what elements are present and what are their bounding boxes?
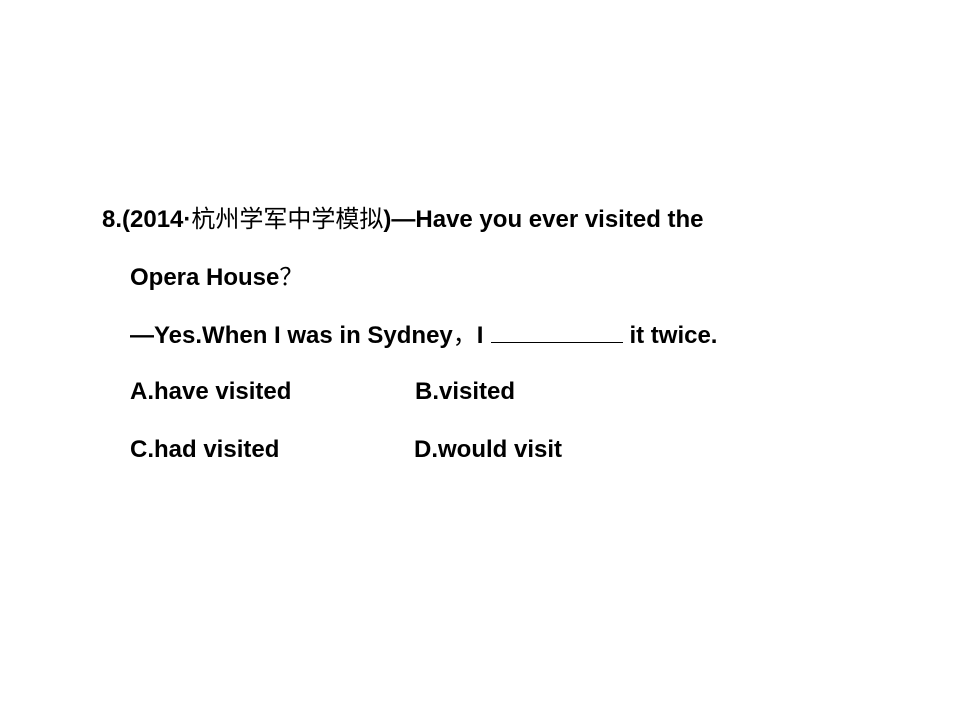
option-c: C.had visited	[130, 436, 280, 463]
question-line-2: Opera House？	[130, 261, 303, 294]
answer-dialog-start: —Yes.When I was in Sydney	[130, 322, 453, 349]
question-mark: ？	[279, 263, 304, 291]
answer-comma: ，	[452, 321, 477, 349]
option-b: B.visited	[415, 378, 516, 405]
answer-blank	[491, 322, 624, 343]
option-a: A.have visited	[130, 378, 292, 405]
question-source-school: 杭州学军中学模拟	[191, 205, 384, 233]
question-dialog-line-2: Opera House	[130, 264, 280, 291]
question-number: 8.	[102, 206, 123, 233]
question-source-close: )	[383, 206, 392, 233]
answer-subject: I	[476, 322, 484, 349]
option-d: D.would visit	[414, 436, 563, 463]
question-source-open: (2014·	[122, 206, 192, 233]
question-line-1: 8.(2014·杭州学军中学模拟)—Have you ever visited …	[102, 203, 704, 236]
answer-dialog-end: it twice.	[629, 322, 718, 349]
question-dialog-line-1: —Have you ever visited the	[391, 206, 704, 233]
